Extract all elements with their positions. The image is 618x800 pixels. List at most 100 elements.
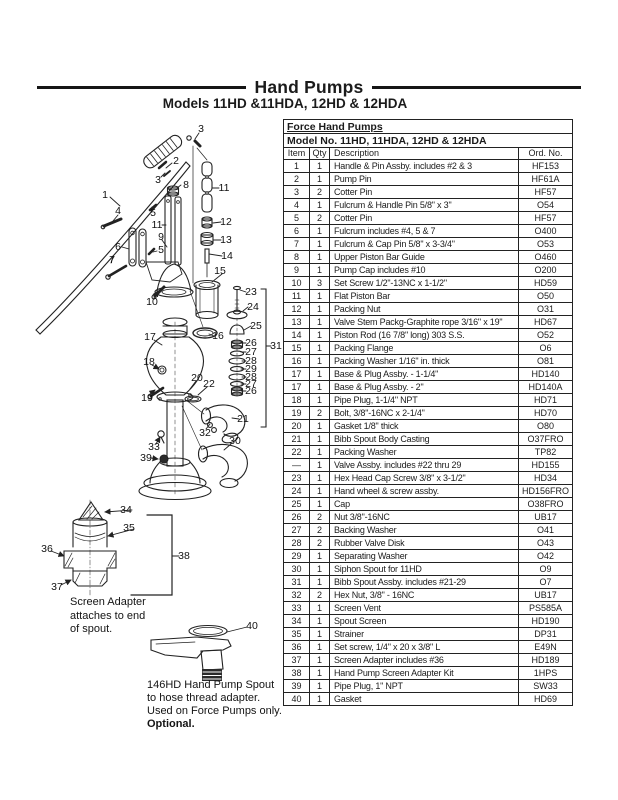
cell-qty: 2 [309,523,330,537]
cell-description: Backing Washer [329,523,519,537]
cell-qty: 1 [309,302,330,316]
cell-ord-no: HF61A [518,172,573,186]
cell-qty: 2 [309,588,330,602]
cell-qty: 1 [309,354,330,368]
cell-ord-no: O7 [518,575,573,589]
cell-ord-no: PS585A [518,601,573,615]
cell-description: Hand wheel & screw assby. [329,484,519,498]
cell-ord-no: 1HPS [518,666,573,680]
cell-qty: 1 [309,237,330,251]
cell-ord-no: HD69 [518,692,573,706]
cell-qty: 1 [309,601,330,615]
cell-qty: 1 [309,315,330,329]
cell-ord-no: HF153 [518,159,573,173]
callout-37: 37 [51,581,63,593]
cell-item: 26 [283,510,310,524]
callout-20: 20 [191,372,203,384]
cell-description: Set Screw 1/2"-13NC x 1-1/2" [329,276,519,290]
cell-description: Fulcrum includes #4, 5 & 7 [329,224,519,238]
cell-ord-no: O460 [518,250,573,264]
cell-description: Valve Stem Packg-Graphite rope 3/16" x 1… [329,315,519,329]
cell-qty: 2 [309,211,330,225]
callout-38: 38 [178,550,190,562]
cell-qty: 1 [309,471,330,485]
cell-qty: 1 [309,263,330,277]
cell-description: Fulcrum & Cap Pin 5/8" x 3-3/4" [329,237,519,251]
callout-28: 28 [245,355,257,367]
cell-qty: 1 [309,367,330,381]
callout-3: 3 [198,123,204,135]
callout-2: 2 [173,155,179,167]
cell-qty: 1 [309,419,330,433]
cell-ord-no: HD140A [518,380,573,394]
cell-description: Bolt, 3/8"-16NC x 2-1/4" [329,406,519,420]
cell-qty: 1 [309,497,330,511]
fulcrum-links-drawing [100,185,194,300]
cell-qty: 2 [309,185,330,199]
cell-description: Spout Screen [329,614,519,628]
cell-description: Hex Head Cap Screw 3/8" x 3-1/2" [329,471,519,485]
cell-item: 30 [283,562,310,576]
cell-description: Cap [329,497,519,511]
cell-qty: 1 [309,666,330,680]
cell-ord-no: HD189 [518,653,573,667]
cell-ord-no: HD190 [518,614,573,628]
callout-24: 24 [247,301,259,313]
table-title-row: Force Hand Pumps [283,119,573,134]
callout-35: 35 [123,522,135,534]
cell-ord-no: O200 [518,263,573,277]
callout-27: 27 [245,346,257,358]
cell-description: Separating Washer [329,549,519,563]
callout-25: 25 [250,320,262,332]
cell-item: 6 [283,224,310,238]
screen-adapter-drawing [63,499,173,597]
page-header: Hand Pumps [37,77,581,97]
cell-item: 24 [283,484,310,498]
cell-description: Valve Assby. includes #22 thru 29 [329,458,519,472]
cell-qty: 1 [309,432,330,446]
cell-ord-no: HD155 [518,458,573,472]
cell-ord-no: HD140 [518,367,573,381]
cell-qty: 1 [309,445,330,459]
parts-table-container: Force Hand Pumps Model No. 11HD, 11HDA, … [283,119,573,706]
title-rule-right [372,86,581,89]
cell-qty: 1 [309,562,330,576]
cell-item: 25 [283,497,310,511]
callout-14: 14 [221,250,233,262]
table-model-row: Model No. 11HD, 11HDA, 12HD & 12HDA [283,133,573,148]
column-header-item: Item [283,147,310,160]
cell-description: Handle & Pin Assby. includes #2 & 3 [329,159,519,173]
cell-item: 36 [283,640,310,654]
cell-description: Piston Rod (16 7/8" long) 303 S.S. [329,328,519,342]
callout-34: 34 [120,504,132,516]
callout-29: 29 [245,363,257,375]
cell-item: 16 [283,354,310,368]
title-rule-left [37,86,246,89]
cell-description: Strainer [329,627,519,641]
piston-rod-stack-drawing [192,161,221,339]
cell-ord-no: O81 [518,354,573,368]
cell-item: 18 [283,393,310,407]
cell-item: 10 [283,276,310,290]
cell-item: 28 [283,536,310,550]
callout-12: 12 [220,216,232,228]
